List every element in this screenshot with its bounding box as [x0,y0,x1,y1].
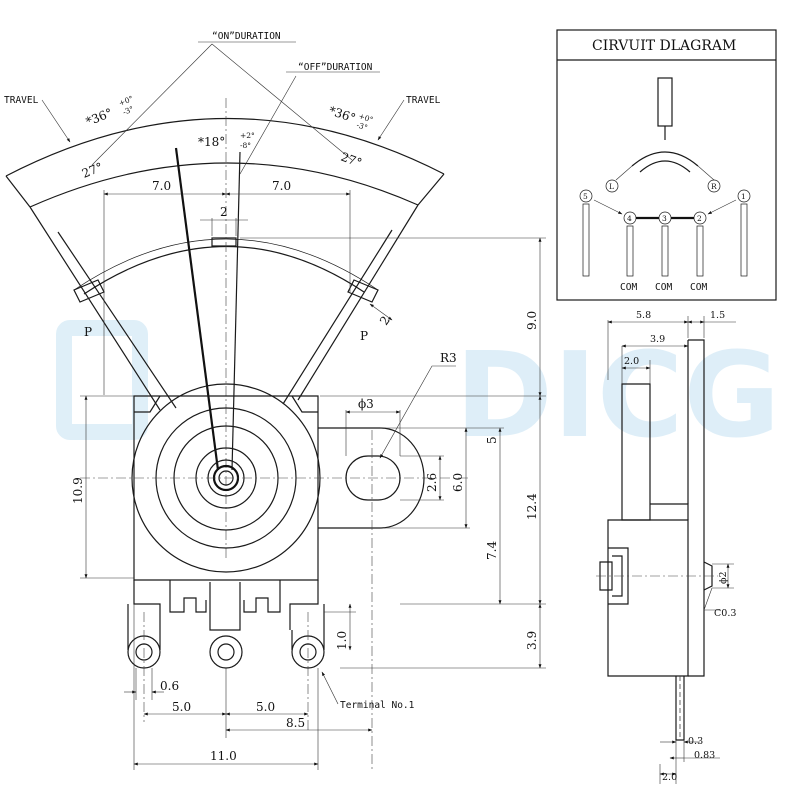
dim-0-6: 0.6 [160,679,179,693]
angle-right-36: *36° [327,104,357,126]
side-dim-1-5: 1.5 [710,310,725,321]
dim-7-0-right: 7.0 [272,179,291,193]
p-left: P [84,325,92,339]
wiper-r: R [711,182,717,191]
side-dim-c03: C0.3 [714,608,736,619]
dim-5-0-left: 5.0 [172,700,191,714]
dim-phi3: ϕ3 [358,397,374,411]
dim-12-4: 12.4 [525,493,539,520]
svg-text:-3°: -3° [355,120,369,132]
side-dim-3-9: 3.9 [650,334,665,345]
dim-8-5: 8.5 [286,716,305,730]
side-dim-0-83: 0.83 [694,750,715,761]
pin-4: 4 [627,214,632,223]
circuit-diagram: CIRVUIT DLAGRAM L R 5 4 3 2 1 COM [556,29,777,301]
dim-3-9: 3.9 [525,631,539,650]
dim-11-0: 11.0 [210,749,237,763]
com-label-2: COM [655,282,672,293]
svg-text:+2°: +2° [240,131,255,140]
dim-2-6: 2.6 [425,473,439,492]
travel-right-label: TRAVEL [406,95,441,106]
dim-5-0-right: 5.0 [256,700,275,714]
dim-9-0: 9.0 [525,311,539,330]
pin-3: 3 [662,214,667,223]
side-dim-5-8: 5.8 [636,310,651,321]
travel-arc-inner [29,162,419,208]
side-dim-phi2: ϕ2 [718,571,729,584]
dim-2-side: 2 [377,313,393,327]
dim-1-0: 1.0 [335,631,349,650]
dim-r3: R3 [440,351,457,365]
dim-6-0: 6.0 [451,473,465,492]
top-view [5,41,546,770]
dim-2-top: 2 [220,205,228,219]
svg-text:-3°: -3° [121,104,135,117]
circuit-title: CIRVUIT DLAGRAM [592,38,736,54]
pin-2: 2 [697,214,702,223]
angle-right-27: 27° [339,150,364,170]
p-right: P [360,329,368,343]
side-dim-0-3: 0.3 [688,736,703,747]
angle-left-36: *36° [84,106,115,129]
terminal-no1-label: Terminal No.1 [340,700,415,711]
svg-text:+0°: +0° [357,111,374,124]
com-label-3: COM [690,282,707,293]
travel-left-label: TRAVEL [4,95,39,106]
pin-1: 1 [741,192,746,201]
side-dim-2-0-top: 2.0 [624,356,639,367]
com-label-1: COM [620,282,637,293]
dim-7-0-left: 7.0 [152,179,171,193]
svg-text:-8°: -8° [240,141,251,150]
angle-left-27: 27° [80,160,105,181]
circuit-frame [556,29,777,301]
off-duration-label: “OFF”DURATION [298,62,373,73]
wiper-l: L [609,182,614,191]
angle-center-18: *18° [198,135,225,149]
dim-7-4: 7.4 [485,541,499,560]
dim-10-9: 10.9 [71,477,85,504]
travel-arc-outer [5,117,445,177]
side-dim-2-0-bot: 2.0 [662,772,677,783]
watermark: DICGU [56,320,790,464]
pin-5: 5 [583,192,588,201]
on-duration-label: “ON”DURATION [212,31,281,42]
side-view-labels: 5.8 1.5 3.9 2.0 ϕ2 C0.3 0.3 0.83 2.0 [624,310,736,783]
side-view [596,316,736,784]
dim-5: 5 [485,436,499,444]
